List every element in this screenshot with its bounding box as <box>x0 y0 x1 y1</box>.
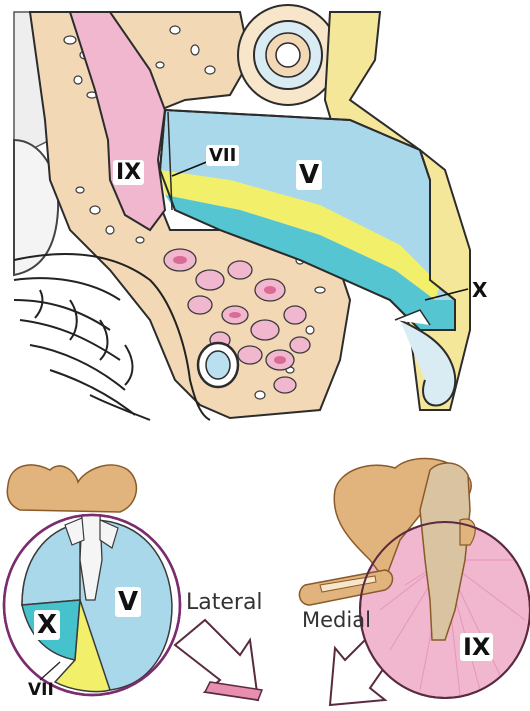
top-label-x: X <box>472 278 487 302</box>
medial-label: Medial <box>302 608 371 632</box>
top-label-ix: IX <box>113 160 144 185</box>
bottom-left-label-v: V <box>115 587 141 617</box>
bottom-left-label-x: X <box>34 610 60 640</box>
bottom-left-figure <box>4 465 180 695</box>
top-label-v: V <box>296 160 322 190</box>
bottom-right-label-ix: IX <box>460 633 493 661</box>
bottom-left-label-vii: VII <box>28 680 54 700</box>
top-figure <box>14 5 470 420</box>
lateral-label: Lateral <box>186 590 263 615</box>
lateral-arrow <box>175 620 262 700</box>
top-label-vii: VII <box>206 145 239 166</box>
